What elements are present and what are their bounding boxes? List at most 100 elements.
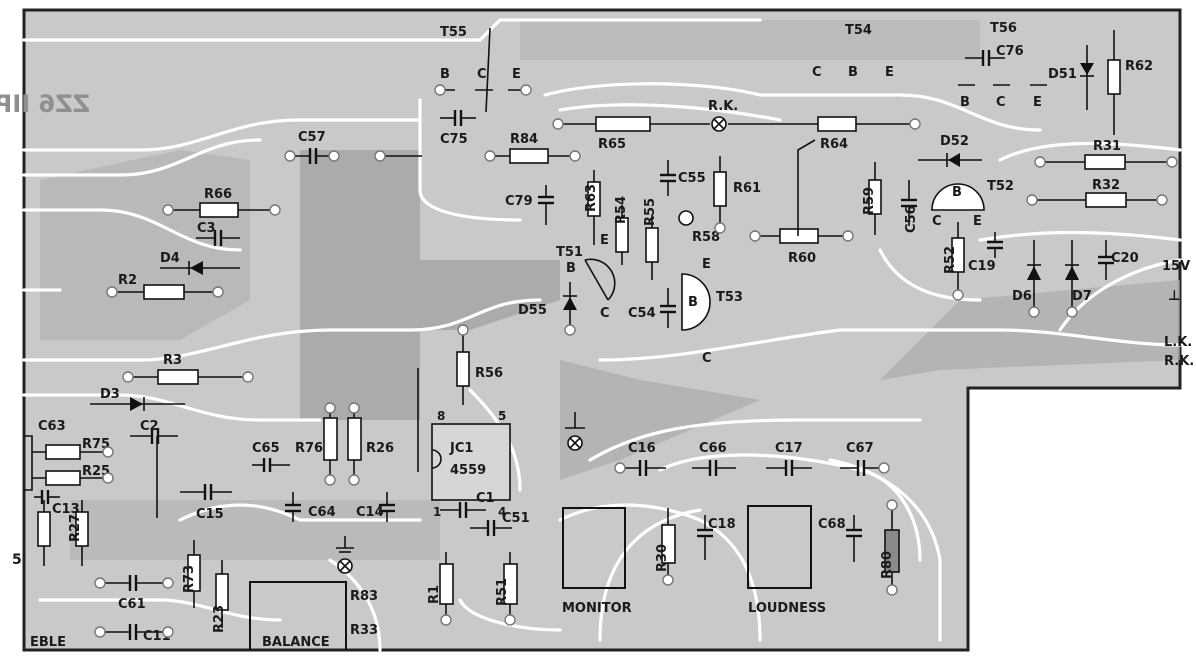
capacitor-c68: C68 bbox=[818, 515, 862, 562]
t56-label: T56 bbox=[990, 21, 1017, 36]
treble-label: EBLE bbox=[30, 635, 66, 650]
capacitor-c76: C76 bbox=[965, 44, 1024, 66]
r52-label: R52 bbox=[943, 246, 958, 274]
resistor-r84: R84 bbox=[490, 132, 575, 164]
diode-d7: D7 bbox=[1065, 240, 1092, 312]
capacitor-c67: C67 bbox=[840, 441, 884, 476]
t53-pin-c: C bbox=[702, 351, 712, 366]
resistor-r62: R62 bbox=[1107, 30, 1153, 135]
transistor-t53: B E C T53 bbox=[681, 257, 743, 366]
r3-label: R3 bbox=[163, 353, 182, 368]
edge-connector: 15V ⊥ L.K. R.K. bbox=[1162, 259, 1194, 369]
ic-part: 4559 bbox=[450, 463, 486, 478]
resistor-r64: R64 bbox=[728, 116, 915, 152]
c67-label: C67 bbox=[846, 441, 874, 456]
c56-label: C56 bbox=[904, 205, 919, 233]
capacitor-c17: C17 bbox=[766, 441, 812, 476]
c13-label: C13 bbox=[52, 502, 80, 517]
edge-five-label: 5' bbox=[12, 552, 26, 568]
r51-label: R51 bbox=[495, 578, 510, 606]
c19-label: C19 bbox=[968, 259, 996, 274]
ground-terminal-left bbox=[336, 536, 354, 574]
t56-pin-c: C bbox=[996, 95, 1006, 110]
r61-label: R61 bbox=[733, 181, 761, 196]
t52-pin-c: C bbox=[932, 214, 942, 229]
c15-label: C15 bbox=[196, 507, 224, 522]
capacitor-c63: C63 bbox=[24, 419, 66, 491]
r55-label: R55 bbox=[643, 198, 658, 226]
transistor-t56: T56 B C E bbox=[958, 21, 1047, 110]
c57-label: C57 bbox=[298, 130, 326, 145]
diode-d3: D3 bbox=[90, 387, 185, 411]
loudness-switch: LOUDNESS bbox=[747, 505, 826, 616]
t55-pin-b: B bbox=[440, 67, 450, 82]
t51-pin-b: B bbox=[566, 261, 576, 276]
d7-label: D7 bbox=[1072, 289, 1092, 304]
ic-pin-8: 8 bbox=[437, 409, 445, 423]
ic-name: JC1 bbox=[449, 441, 473, 456]
monitor-switch: MONITOR bbox=[562, 507, 632, 616]
t53-pin-b: B bbox=[688, 295, 698, 310]
capacitor-c18: C18 bbox=[697, 515, 736, 560]
resistor-r61: R61 bbox=[713, 156, 761, 228]
r63-label: R63 bbox=[584, 184, 599, 212]
resistor-r27: R27 bbox=[37, 500, 89, 566]
d51-label: D51 bbox=[1048, 67, 1077, 82]
mirror-text: ZZ6 IIP4 bbox=[0, 90, 90, 118]
c68-label: C68 bbox=[818, 517, 846, 532]
diode-d4: D4 bbox=[160, 251, 240, 275]
diode-d6: D6 bbox=[1012, 240, 1041, 312]
resistor-r63: R63 bbox=[584, 170, 601, 245]
r76-label: R76 bbox=[295, 441, 323, 456]
capacitor-c61: C61 bbox=[100, 575, 168, 612]
c66-label: C66 bbox=[699, 441, 727, 456]
resistor-r3: R3 bbox=[128, 353, 248, 385]
resistor-r23: R23 bbox=[212, 560, 229, 633]
resistor-r52: R52 bbox=[943, 222, 965, 295]
resistor-r76: R76 bbox=[295, 408, 338, 480]
resistor-r31: R31 bbox=[1040, 139, 1172, 170]
capacitor-c64: C64 bbox=[285, 492, 336, 522]
r31-label: R31 bbox=[1093, 139, 1121, 154]
t55-pin-e: E bbox=[512, 67, 521, 82]
capacitor-c56: C56 bbox=[901, 180, 919, 233]
resistor-r59: R59 bbox=[862, 162, 882, 235]
solder-pads bbox=[94, 84, 1178, 638]
c17-label: C17 bbox=[775, 441, 803, 456]
r66-label: R66 bbox=[204, 187, 232, 202]
resistor-r75: R75 bbox=[32, 437, 110, 460]
c18-label: C18 bbox=[708, 517, 736, 532]
c54-label: C54 bbox=[628, 306, 656, 321]
resistor-r58: R58 bbox=[678, 210, 720, 245]
r27-label: R27 bbox=[68, 514, 83, 542]
capacitor-c16: C16 bbox=[620, 441, 666, 476]
ic-pin-5: 5 bbox=[498, 409, 506, 423]
diode-d51: D51 bbox=[1048, 45, 1094, 110]
c65-label: C65 bbox=[252, 441, 280, 456]
ground-terminal-centre bbox=[565, 412, 585, 451]
r65-label: R65 bbox=[598, 137, 626, 152]
c20-label: C20 bbox=[1111, 251, 1139, 266]
transistor-t51: T51 B C E bbox=[556, 233, 616, 321]
capacitor-c3: C3 bbox=[196, 221, 240, 246]
r64-label: R64 bbox=[820, 137, 848, 152]
balance-label: BALANCE bbox=[262, 635, 330, 650]
capacitor-c1: C1 bbox=[440, 491, 495, 518]
d4-label: D4 bbox=[160, 251, 180, 266]
t54-pin-b: B bbox=[848, 65, 858, 80]
c64-label: C64 bbox=[308, 505, 336, 520]
resistor-r30: R30 bbox=[655, 508, 676, 580]
loudness-label: LOUDNESS bbox=[748, 601, 826, 616]
d52-label: D52 bbox=[940, 134, 969, 149]
capacitor-c15: C15 bbox=[180, 484, 232, 522]
c76-label: C76 bbox=[996, 44, 1024, 59]
capacitor-c75: C75 bbox=[440, 110, 476, 147]
ic-pin-1: 1 bbox=[433, 505, 441, 519]
t56-pin-e: E bbox=[1033, 95, 1042, 110]
c55-label: C55 bbox=[678, 171, 706, 186]
resistor-r51: R51 bbox=[495, 552, 518, 620]
t51-label: T51 bbox=[556, 245, 583, 260]
t52-label: T52 bbox=[987, 179, 1014, 194]
t52-pin-b: B bbox=[952, 185, 962, 200]
